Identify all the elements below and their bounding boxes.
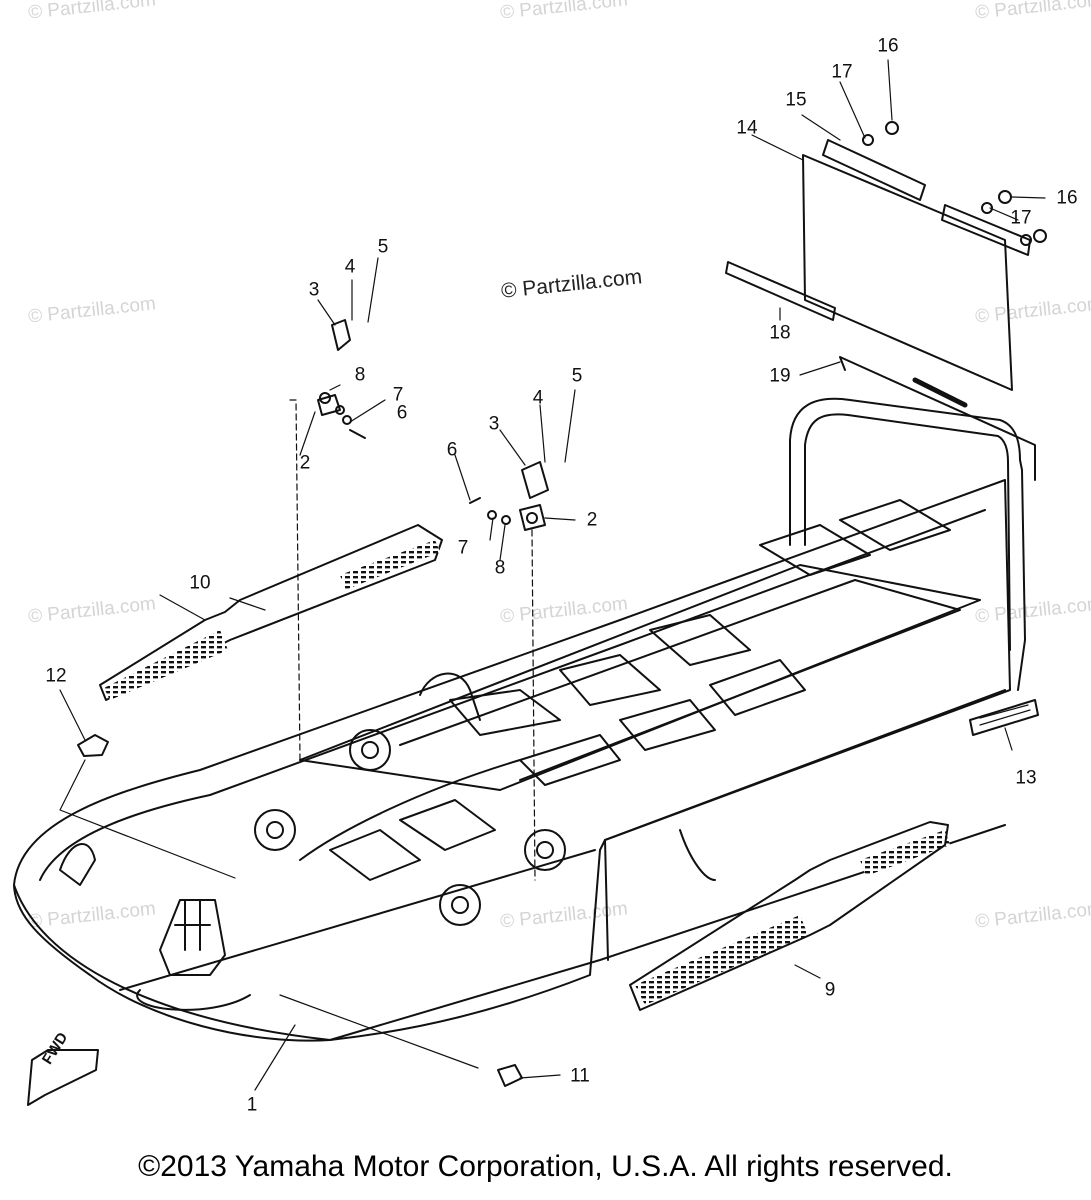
callout-4: 4 bbox=[532, 387, 544, 409]
frame-outline bbox=[13, 479, 1011, 1042]
callout-2: 2 bbox=[586, 509, 598, 531]
callout-8: 8 bbox=[354, 364, 366, 386]
tunnel-deck bbox=[299, 564, 981, 791]
callout-5: 5 bbox=[377, 236, 389, 258]
running-board-left-tread-rear bbox=[340, 540, 440, 590]
clip-12 bbox=[77, 734, 109, 757]
copyright-notice: ©2013 Yamaha Motor Corporation, U.S.A. A… bbox=[138, 1150, 953, 1183]
callout-17: 17 bbox=[831, 61, 853, 83]
flap-mount bbox=[839, 356, 1036, 481]
mount-bracket-right bbox=[521, 461, 549, 499]
callout-6: 6 bbox=[396, 402, 408, 424]
callout-6: 6 bbox=[446, 439, 458, 461]
callout-14: 14 bbox=[736, 117, 758, 139]
mount-line-right bbox=[531, 529, 536, 881]
frame-inner-rim bbox=[39, 509, 986, 881]
flap-bracket-side bbox=[941, 204, 1031, 256]
callout-15: 15 bbox=[785, 89, 807, 111]
callout-17: 17 bbox=[1010, 207, 1032, 229]
callout-8: 8 bbox=[494, 557, 506, 579]
frame-right-wall bbox=[604, 689, 1006, 961]
running-board-left-tread bbox=[104, 630, 228, 700]
running-board-right-tread bbox=[635, 915, 808, 1005]
callout-18: 18 bbox=[769, 322, 791, 344]
running-board-right-tread-rear bbox=[860, 830, 950, 876]
callout-10: 10 bbox=[189, 572, 211, 594]
callout-4: 4 bbox=[344, 256, 356, 278]
callout-5: 5 bbox=[571, 365, 583, 387]
callout-7: 7 bbox=[392, 384, 404, 406]
clip-11 bbox=[497, 1064, 523, 1087]
fuel-hose bbox=[419, 672, 481, 721]
fwd-arrow bbox=[27, 1049, 99, 1106]
callout-7: 7 bbox=[457, 537, 469, 559]
callout-13: 13 bbox=[1015, 767, 1037, 789]
mount-bracket-left bbox=[331, 319, 351, 351]
callout-1: 1 bbox=[246, 1094, 258, 1116]
emblem-13 bbox=[969, 699, 1039, 736]
callout-3: 3 bbox=[488, 413, 500, 435]
flap-bracket-top bbox=[822, 139, 926, 201]
hitch-box bbox=[159, 899, 226, 976]
callout-16: 16 bbox=[877, 35, 899, 57]
callout-16: 16 bbox=[1056, 187, 1078, 209]
callout-3: 3 bbox=[308, 279, 320, 301]
callout-11: 11 bbox=[570, 1065, 590, 1087]
mount-line-left bbox=[289, 399, 301, 761]
frame-skirt bbox=[13, 884, 331, 1041]
running-board-right-outline bbox=[629, 821, 949, 1011]
callout-2: 2 bbox=[299, 452, 311, 474]
rear-bumper bbox=[789, 397, 1026, 691]
callout-19: 19 bbox=[769, 365, 791, 387]
flap-bracket-bottom bbox=[725, 261, 836, 321]
callout-9: 9 bbox=[824, 979, 836, 1001]
snow-flap bbox=[802, 154, 1013, 391]
callout-12: 12 bbox=[45, 665, 67, 687]
